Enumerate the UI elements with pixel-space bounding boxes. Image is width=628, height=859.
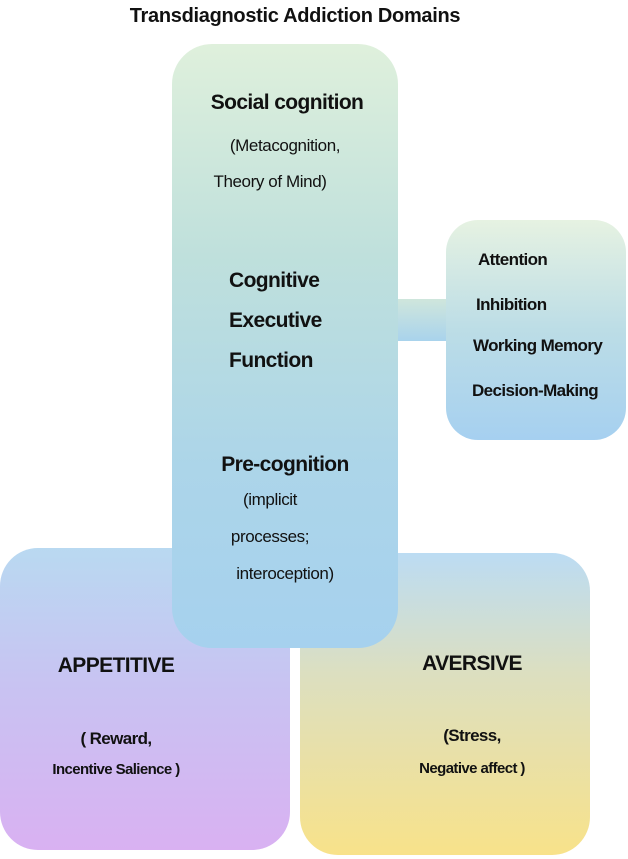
- component-decision-making: Decision-Making: [472, 381, 599, 400]
- appetitive-heading: APPETITIVE: [57, 654, 175, 677]
- executive-function-label: Cognitive: [229, 269, 320, 292]
- pre-cognition-sub: (implicit: [242, 490, 297, 509]
- social-cognition-sub: (Metacognition,: [229, 136, 341, 155]
- executive-function-label: Function: [229, 349, 313, 372]
- component-inhibition: Inhibition: [476, 295, 547, 314]
- pre-cognition-heading: Pre-cognition: [221, 453, 349, 476]
- diagram-title: Transdiagnostic Addiction Domains: [129, 5, 461, 27]
- appetitive-sub: Incentive Salience ): [52, 761, 180, 778]
- pre-cognition-sub: interoception): [236, 564, 334, 583]
- social-cognition-sub: Theory of Mind): [213, 172, 327, 191]
- appetitive-sub: ( Reward,: [80, 729, 152, 748]
- connector-bar: [398, 299, 448, 341]
- executive-function-label: Executive: [229, 309, 322, 332]
- component-working-memory: Working Memory: [473, 336, 603, 355]
- social-cognition-heading: Social cognition: [210, 91, 364, 114]
- executive-components-box: [446, 220, 626, 440]
- aversive-sub: (Stress,: [443, 726, 501, 745]
- pre-cognition-sub: processes;: [230, 527, 310, 546]
- component-attention: Attention: [478, 250, 548, 269]
- aversive-heading: AVERSIVE: [422, 652, 522, 675]
- cognition-box: [172, 44, 398, 648]
- aversive-sub: Negative affect ): [419, 760, 525, 777]
